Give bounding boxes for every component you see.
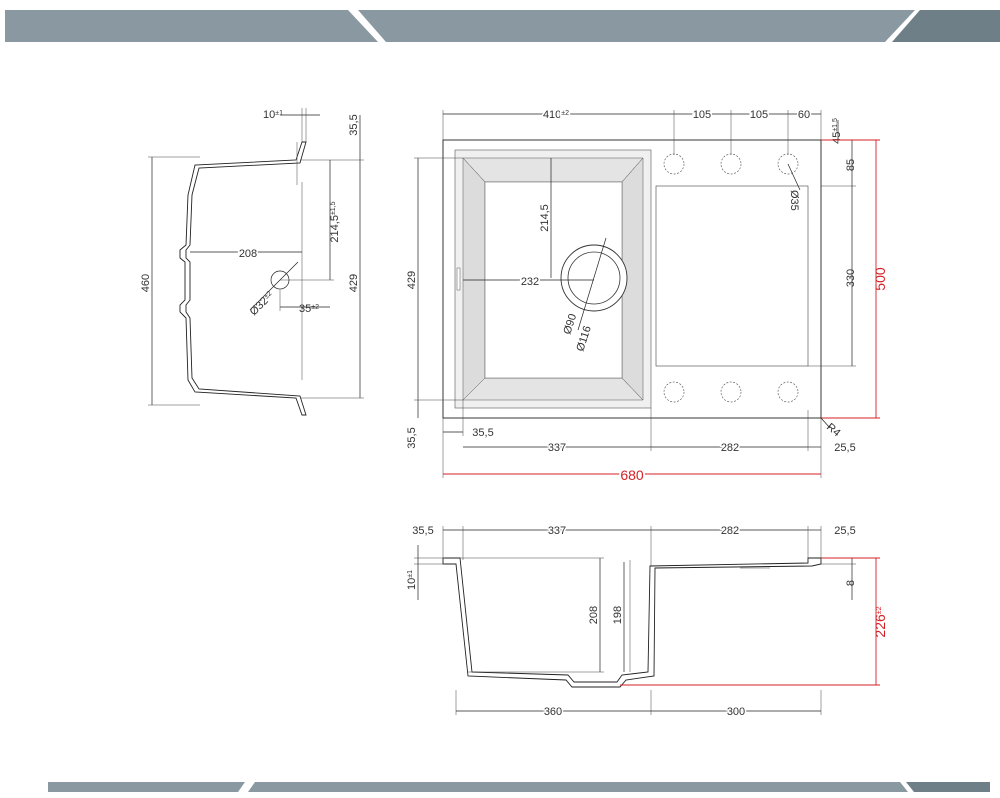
side-profile [179, 141, 307, 416]
dim-35-5-a: 35,5 [406, 427, 418, 448]
dim-208: 208 [239, 248, 257, 260]
sec-dim-10: 10±1 [406, 570, 418, 590]
dim-25-5: 25,5 [834, 442, 855, 454]
dim-drain-214: 214,5 [539, 204, 551, 232]
sec-dim-198: 198 [612, 606, 624, 624]
tap-hole-2 [720, 153, 742, 175]
dim-tap-35: Ø35 [788, 190, 800, 211]
tap-hole-5 [720, 381, 742, 403]
side-drain-hole [270, 270, 290, 290]
dim-214-5: 214,5±1,5 [329, 201, 341, 242]
overflow-slot [456, 267, 461, 291]
sec-dim-8: 8 [845, 580, 857, 586]
sec-dim-35-5: 35,5 [412, 525, 433, 537]
dim-hole-32: Ø32±2 [248, 289, 277, 318]
dim-410: 410±2 [543, 109, 569, 121]
dim-60: 60 [798, 109, 810, 121]
dim-35-5: 35,5 [348, 114, 360, 135]
drainer-board [655, 185, 809, 367]
bottom-banner [48, 782, 990, 792]
dim-85: 85 [845, 159, 857, 171]
top-view: 410±2 105 105 60 45±1,5 85 330 500 Ø35 2… [406, 108, 888, 486]
dim-337: 337 [548, 442, 566, 454]
sec-dim-282: 282 [721, 525, 739, 537]
dim-500: 500 [872, 267, 888, 291]
section-profile [442, 557, 822, 688]
sec-dim-208: 208 [588, 606, 600, 624]
dim-10: 10±1 [263, 109, 283, 121]
dim-45: 45±1,5 [831, 118, 843, 144]
section-view: 35,5 337 282 25,5 10±1 208 198 8 226±2 3… [406, 524, 888, 720]
sec-dim-226: 226±2 [872, 606, 888, 637]
dim-429-top: 429 [406, 271, 418, 289]
sec-dim-360: 360 [544, 706, 562, 718]
dim-680: 680 [620, 467, 644, 483]
tap-hole-1 [663, 153, 685, 175]
dim-105-b: 105 [750, 109, 768, 121]
sec-dim-337: 337 [548, 525, 566, 537]
dim-232: 232 [521, 276, 539, 288]
side-view: 460 429 35,5 10±1 208 214,5±1,5 Ø32±2 35… [140, 108, 364, 416]
sec-dim-300: 300 [727, 706, 745, 718]
tap-hole-4 [663, 381, 685, 403]
dim-282: 282 [721, 442, 739, 454]
dim-35-5-b: 35,5 [472, 427, 493, 439]
dim-35: 35±2 [299, 303, 319, 315]
dim-330: 330 [845, 269, 857, 287]
dim-105-a: 105 [693, 109, 711, 121]
sec-dim-25-5: 25,5 [834, 525, 855, 537]
top-banner [5, 10, 1000, 42]
dim-r4: R4 [824, 421, 842, 439]
tap-hole-6 [777, 381, 799, 403]
dim-460: 460 [140, 274, 152, 292]
dim-429: 429 [348, 274, 360, 292]
